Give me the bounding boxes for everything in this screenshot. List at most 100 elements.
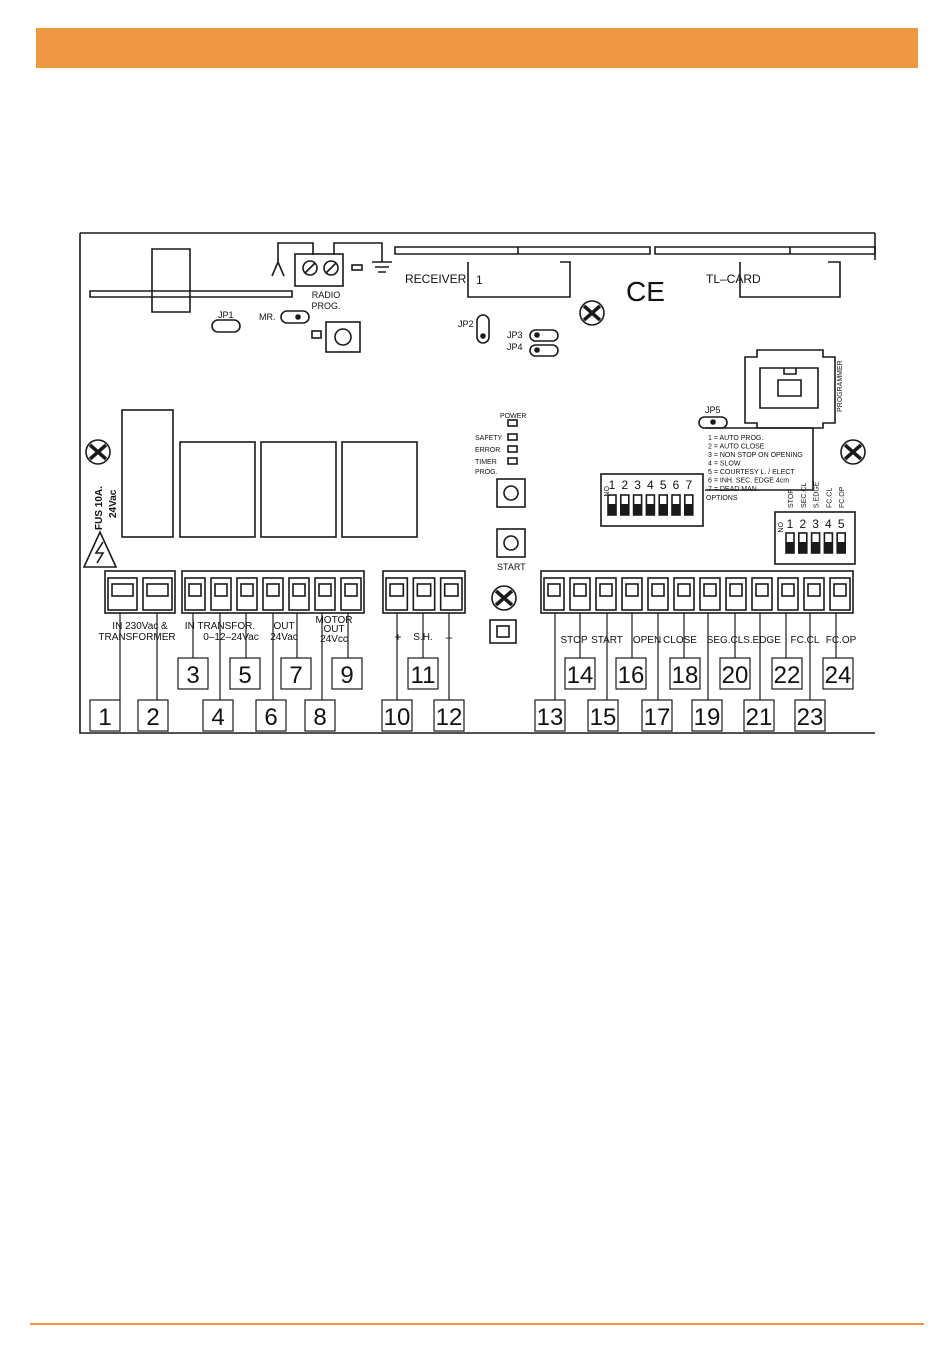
relay [179, 441, 256, 538]
callout-number: 7 [289, 662, 302, 689]
callout-box [433, 699, 465, 732]
radio-prog-label: RADIO [312, 290, 341, 300]
callout-box [587, 699, 619, 732]
dip-on-label: ON [776, 522, 783, 533]
dip-safety-number: 3 [812, 517, 819, 531]
led-label: POWER [500, 413, 526, 420]
header-bar [36, 28, 918, 68]
callout-box [641, 699, 673, 732]
dip-safety-label: FC.CL [826, 488, 833, 508]
screw-icon [491, 585, 517, 611]
jp5-label: JP5 [705, 405, 721, 415]
ground-icon [333, 242, 392, 273]
screw-icon [840, 439, 866, 465]
callout-box [822, 657, 854, 690]
callout-number: 9 [340, 662, 353, 689]
dip-safety-number: 4 [825, 517, 832, 531]
option-item: 6 = INH. SEC. EDGE 4cm [708, 478, 789, 485]
dip-switch-options [600, 473, 704, 527]
led-label: SAFETY [475, 435, 503, 442]
high-voltage-warning-icon [82, 530, 118, 568]
start-push-button [496, 528, 526, 558]
jp3-label: JP3 [507, 330, 523, 340]
jp1-jumper [211, 319, 241, 333]
callout-number: 8 [313, 704, 326, 731]
option-item: 7 = DEAD MAN [708, 486, 757, 493]
dip-safety-number: 5 [838, 517, 845, 531]
callout-number: 5 [238, 662, 251, 689]
dip-option-number: 2 [621, 478, 628, 492]
tl-card-label: TL–CARD [706, 272, 761, 286]
callout-box [719, 657, 751, 690]
option-item: 3 = NON STOP ON OPENING [708, 452, 803, 459]
dip-safety-label: S.EDGE [814, 481, 821, 508]
callout-box [771, 657, 803, 690]
terminal-label: IN 230Vac & [112, 621, 168, 632]
callout-box [89, 699, 121, 732]
callout-box [381, 699, 413, 732]
callout-box [669, 657, 701, 690]
callout-number: 11 [411, 662, 436, 689]
callout-number: 13 [537, 704, 564, 731]
callout-number: 17 [644, 704, 671, 731]
callout-box [304, 699, 336, 732]
callout-box [280, 657, 312, 690]
terminal-label: CLOSE [663, 635, 697, 646]
callout-number: 16 [618, 662, 645, 689]
callout-number: 1 [98, 704, 111, 731]
callout-box [137, 699, 169, 732]
callout-box [407, 657, 439, 690]
dip-option-number: 1 [609, 478, 616, 492]
radio-prog-button [325, 321, 361, 353]
options-box [705, 427, 814, 491]
fuse-label: 24Vac [108, 489, 119, 518]
callout-box [255, 699, 287, 732]
callout-number: 22 [774, 662, 801, 689]
dip-safety-label: FC.OP [839, 486, 846, 508]
callout-number: 24 [825, 662, 852, 689]
callout-box [534, 699, 566, 732]
mr-label: MR. [259, 312, 276, 322]
callout-number: 14 [567, 662, 594, 689]
led-label: PROG. [475, 469, 498, 476]
terminal-label: OUT [273, 621, 294, 632]
terminal-block [382, 570, 466, 614]
antenna-icon [271, 242, 314, 277]
prog-push-button [496, 478, 526, 508]
callout-number: 21 [746, 704, 773, 731]
dip-option-number: 6 [673, 478, 680, 492]
callout-box [615, 657, 647, 690]
radio-prog-label: PROG. [311, 301, 340, 311]
terminal-block [104, 570, 176, 614]
terminal-label: FC.CL [791, 635, 820, 646]
callout-number: 12 [436, 704, 463, 731]
receiver-slot-number: 1 [476, 273, 483, 287]
options-caption: OPTIONS [706, 495, 738, 502]
terminal-label: TRANSFORMER [98, 632, 175, 643]
callout-box [331, 657, 363, 690]
terminal-label: MOTOR [315, 615, 352, 626]
callout-box [177, 657, 209, 690]
jp4-label: JP4 [507, 342, 523, 352]
option-item: 4 = SLOW [708, 461, 741, 468]
screw-icon [85, 439, 111, 465]
callout-number: 15 [590, 704, 617, 731]
dip-on-label: ON [602, 486, 609, 497]
callout-box [794, 699, 826, 732]
callout-box [229, 657, 261, 690]
terminal-label: OPEN [633, 635, 661, 646]
dip-safety-label: STOP [788, 489, 795, 508]
dip-option-number: 5 [660, 478, 667, 492]
callout-number: 6 [264, 704, 277, 731]
jp2-label: JP2 [458, 319, 474, 329]
transformer-outline [89, 248, 293, 313]
callout-number: 18 [672, 662, 699, 689]
option-item: 5 = COURTESY L. / ELECT [708, 469, 795, 476]
callout-box [564, 657, 596, 690]
callout-box [202, 699, 234, 732]
terminal-label: S.EDGE [743, 635, 781, 646]
dip-safety-number: 2 [799, 517, 806, 531]
callout-number: 23 [797, 704, 824, 731]
relay [260, 441, 337, 538]
